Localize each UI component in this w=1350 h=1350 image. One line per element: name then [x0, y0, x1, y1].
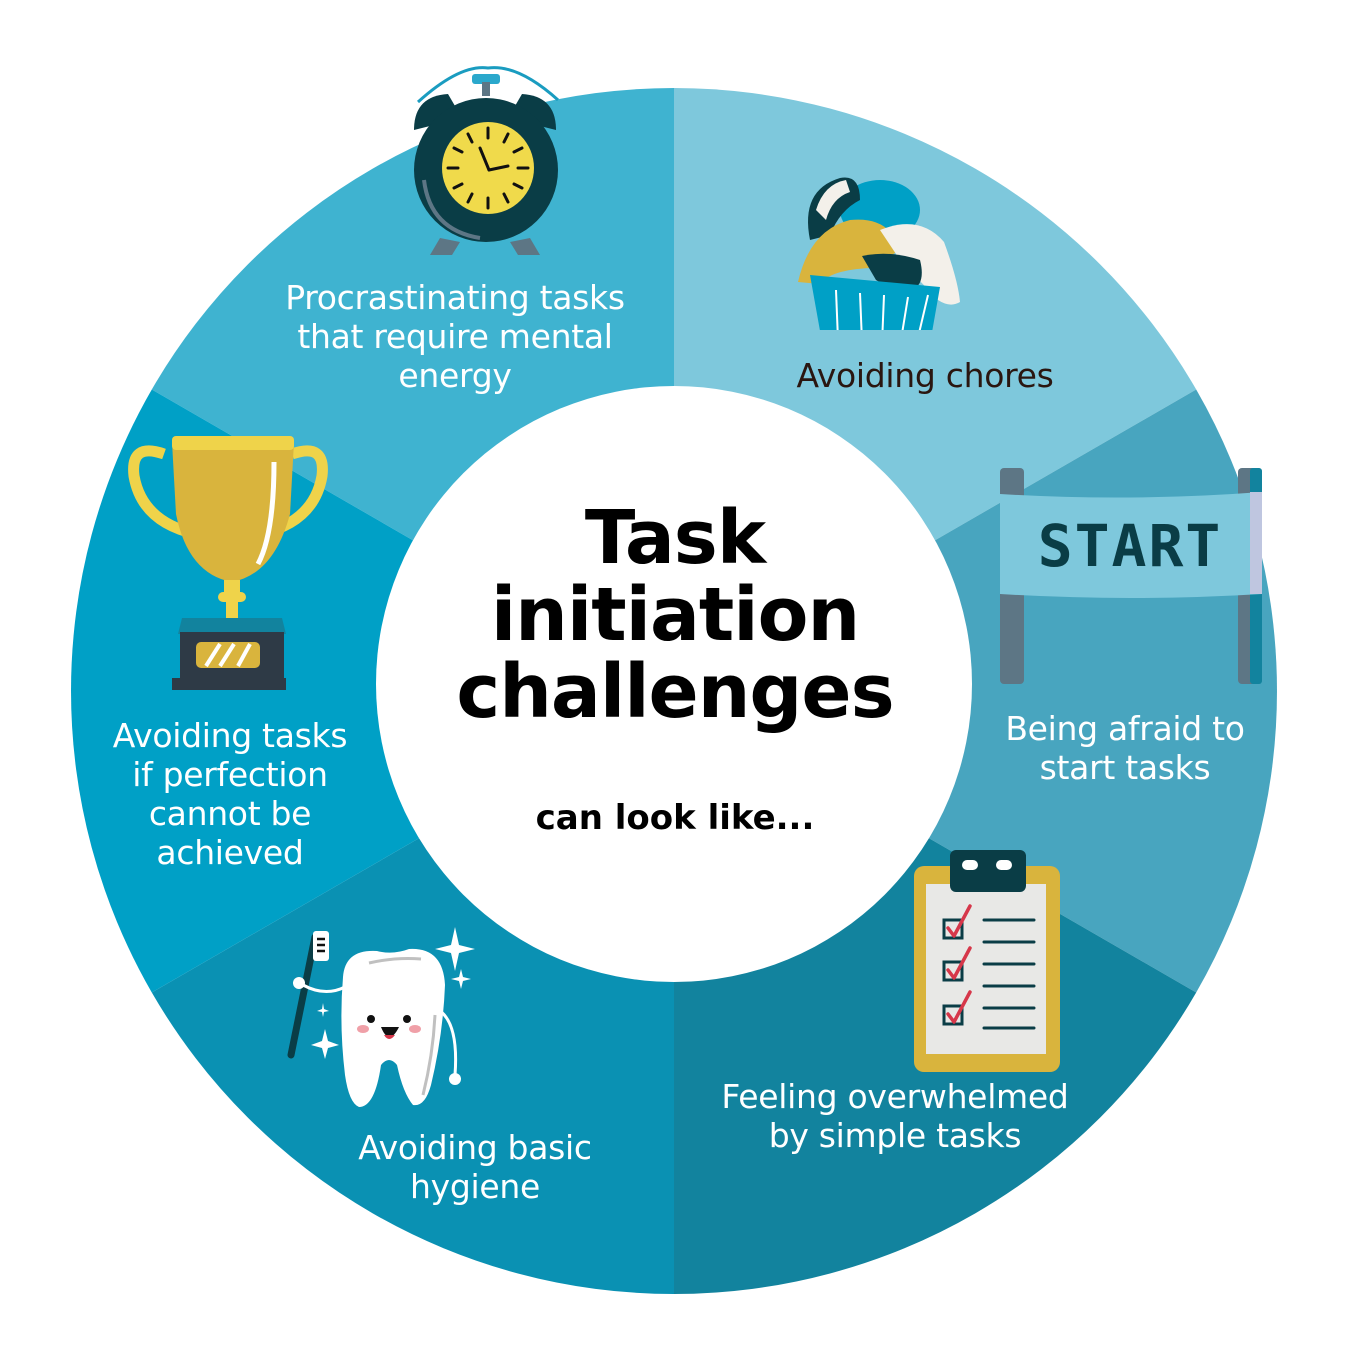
start-banner-icon: START — [1000, 468, 1262, 684]
tooth-toothbrush-icon — [287, 927, 475, 1107]
center-circle — [376, 386, 972, 982]
trophy-icon — [128, 436, 328, 690]
label-perfection: Avoiding tasks if perfection cannot be a… — [112, 716, 348, 872]
label-chores: Avoiding chores — [796, 356, 1054, 395]
page-subtitle: can look like... — [535, 798, 815, 838]
page-title: Task initiation challenges — [456, 495, 894, 735]
checklist-clipboard-icon — [914, 850, 1060, 1072]
laundry-basket-icon — [798, 177, 960, 330]
alarm-clock-icon — [414, 66, 560, 255]
label-overwhelmed: Feeling overwhelmed by simple tasks — [721, 1077, 1069, 1155]
label-hygiene: Avoiding basic hygiene — [358, 1128, 592, 1206]
start-banner-text: START — [1038, 512, 1223, 580]
label-start: Being afraid to start tasks — [1005, 709, 1245, 787]
label-procrastinating: Procrastinating tasks that require menta… — [285, 278, 625, 395]
